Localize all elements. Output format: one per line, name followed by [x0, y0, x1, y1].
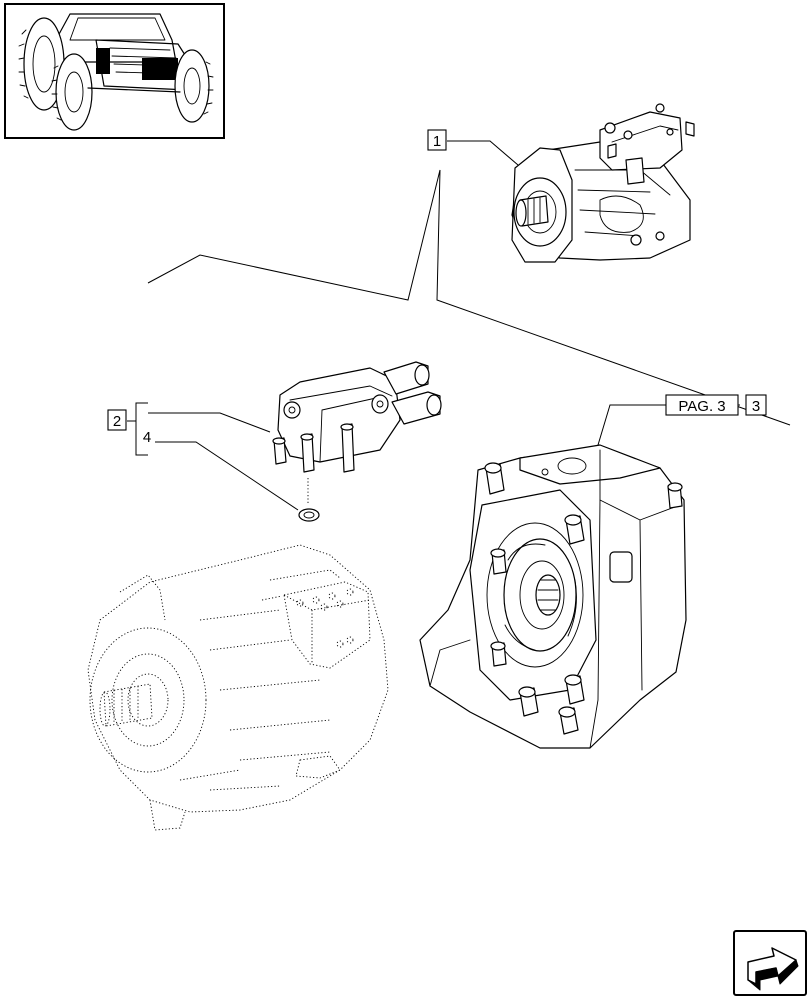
tractor-thumbnail-icon — [4, 3, 225, 139]
part-1-pump — [511, 103, 695, 263]
page-reference[interactable]: PAG. 3 — [665, 394, 739, 416]
page-reference-label: PAG. 3 — [678, 398, 725, 415]
part-2-valve-block — [272, 361, 442, 473]
housing-bolts — [484, 462, 683, 735]
callout-1[interactable]: 1 — [427, 129, 447, 151]
part-3-pump-housing — [419, 444, 687, 749]
callout-4[interactable]: 4 — [143, 429, 151, 446]
phantom-pump-outline — [87, 544, 389, 831]
part-4-washer — [298, 478, 320, 522]
leader-lines — [127, 140, 791, 511]
callout-3-label: 3 — [752, 398, 760, 415]
callout-3[interactable]: 3 — [745, 394, 767, 416]
callout-4-label: 4 — [143, 429, 151, 446]
callout-2-label: 2 — [113, 413, 121, 430]
next-page-arrow-icon[interactable] — [733, 930, 807, 996]
callout-1-label: 1 — [433, 133, 441, 150]
callout-2[interactable]: 2 — [107, 409, 127, 431]
